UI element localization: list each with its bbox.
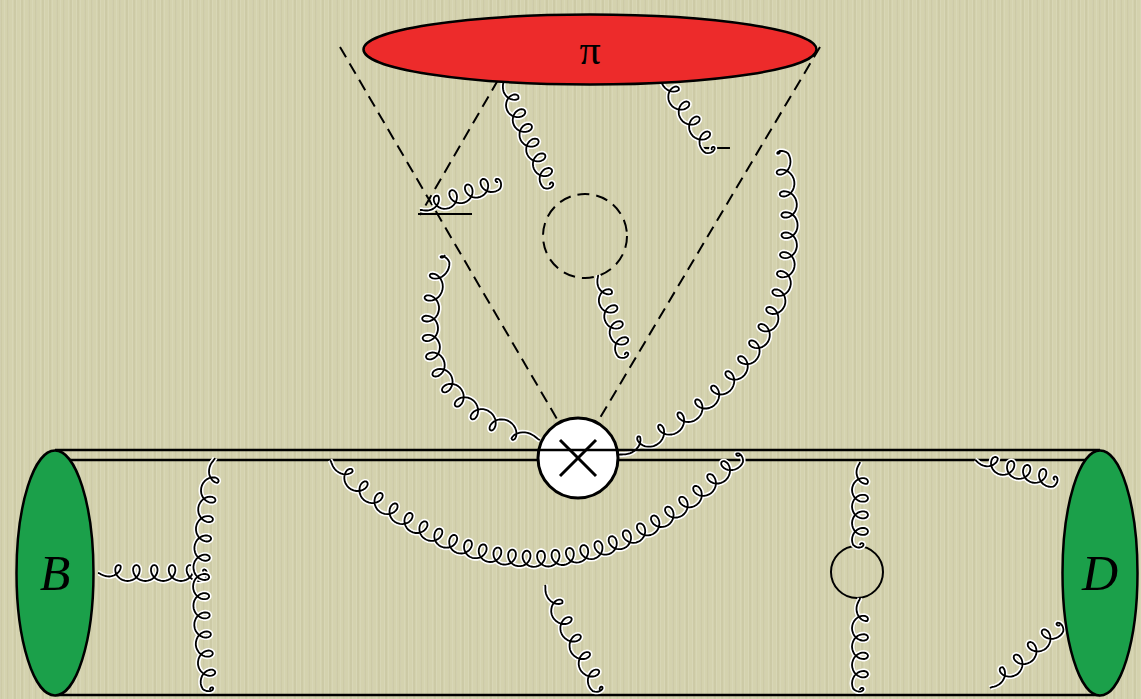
gluon [193, 458, 219, 691]
gluon [852, 598, 868, 692]
gluon [503, 82, 553, 189]
quark-lines [418, 148, 730, 214]
gluon [597, 275, 628, 358]
meson-label: B [40, 548, 71, 598]
meson-label: π [579, 29, 600, 71]
gluon [618, 150, 798, 455]
gluon [660, 75, 715, 153]
gluon [975, 457, 1058, 487]
gluon-lines [98, 75, 1063, 692]
gluon [98, 565, 207, 581]
pion-cone [340, 47, 820, 455]
gluon [597, 275, 628, 358]
gluon [330, 453, 743, 567]
gluon [852, 462, 868, 548]
gluon [422, 255, 540, 440]
gluon [660, 75, 715, 153]
gluon [975, 457, 1058, 487]
gluon [420, 179, 501, 211]
gluon [990, 623, 1063, 688]
gluon [852, 598, 868, 692]
b-meson-ellipse: B [15, 449, 95, 697]
meson-label: D [1082, 548, 1118, 598]
gluon [618, 150, 798, 455]
pion-ellipse: π [362, 13, 818, 86]
gluon [545, 585, 603, 692]
gluon [545, 585, 603, 692]
quark-loop [831, 546, 883, 598]
d-meson-ellipse: D [1061, 449, 1139, 697]
quark-line [55, 449, 1100, 452]
gluon [422, 255, 540, 440]
gluon [852, 462, 868, 548]
gluon [990, 623, 1063, 688]
gluon [193, 458, 219, 691]
gluon [420, 179, 501, 211]
gluon [98, 565, 207, 581]
operator-vertex [538, 418, 618, 498]
gluon [503, 82, 553, 189]
gluon [330, 453, 743, 567]
